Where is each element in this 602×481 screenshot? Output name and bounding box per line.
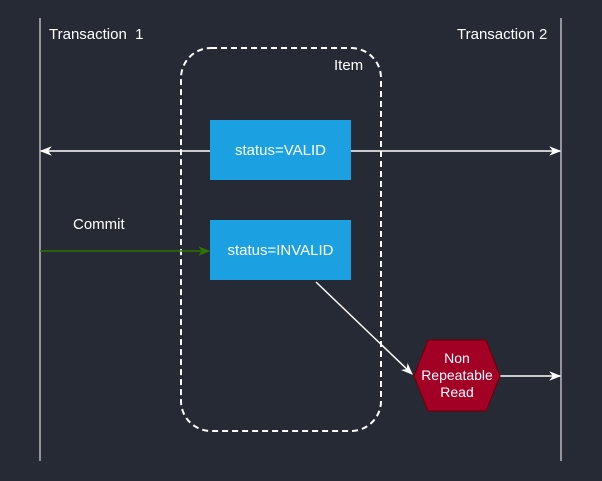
invalid-to-result-arrow xyxy=(315,281,413,375)
transaction-1-label: Transaction 1 xyxy=(49,26,144,43)
status-valid-box: status=VALID xyxy=(210,120,351,180)
status-invalid-box: status=INVALID xyxy=(210,220,351,280)
transaction-2-label: Transaction 2 xyxy=(457,26,548,43)
item-group-label: Item xyxy=(334,57,364,74)
non-repeatable-read-hexagon xyxy=(413,339,501,412)
non-repeatable-read-label: Non Repeatable Read xyxy=(421,350,493,400)
commit-label: Commit xyxy=(73,216,125,233)
item-group-container xyxy=(180,47,382,432)
